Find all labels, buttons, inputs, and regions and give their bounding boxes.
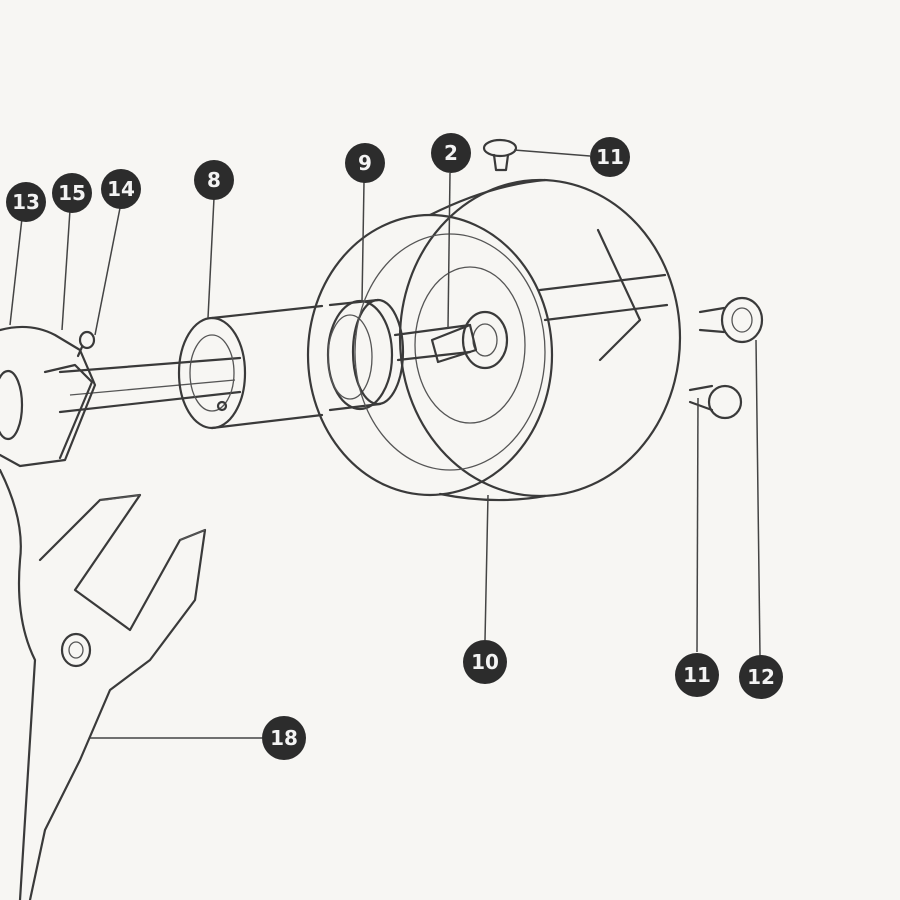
callout-2: 2 — [431, 133, 471, 173]
callout-15-label: 15 — [58, 181, 86, 205]
leader-lines — [9, 149, 761, 739]
callout-12-label: 12 — [747, 665, 775, 689]
screw-12 — [698, 296, 764, 344]
callout-9-label: 9 — [358, 151, 372, 175]
ring-9 — [326, 298, 405, 412]
callout-11-top: 11 — [590, 137, 630, 177]
sleeve-8 — [177, 304, 324, 430]
callout-10: 10 — [463, 640, 507, 684]
callout-9: 9 — [345, 143, 385, 183]
callout-10-label: 10 — [471, 650, 499, 674]
callout-11-bottom: 11 — [675, 653, 719, 697]
wrench-18 — [0, 468, 207, 900]
callout-18-label: 18 — [270, 726, 298, 750]
pulley-10 — [306, 178, 682, 502]
callout-18: 18 — [262, 716, 306, 760]
callout-15: 15 — [52, 173, 92, 213]
callout-8-label: 8 — [207, 168, 221, 192]
callout-13-label: 13 — [12, 190, 40, 214]
callout-2-label: 2 — [444, 141, 458, 165]
screw-14 — [76, 330, 96, 358]
callout-8: 8 — [194, 160, 234, 200]
callout-13: 13 — [6, 182, 46, 222]
callout-12: 12 — [739, 655, 783, 699]
bracket-assembly — [0, 325, 97, 468]
set-screw-2 — [430, 323, 478, 364]
screw-11-right — [688, 384, 743, 420]
callout-11-bottom-label: 11 — [683, 663, 711, 687]
shaft — [58, 356, 242, 414]
screw-11-top — [482, 138, 518, 172]
callout-11-top-label: 11 — [596, 145, 624, 169]
callout-14-label: 14 — [107, 177, 135, 201]
callout-14: 14 — [101, 169, 141, 209]
